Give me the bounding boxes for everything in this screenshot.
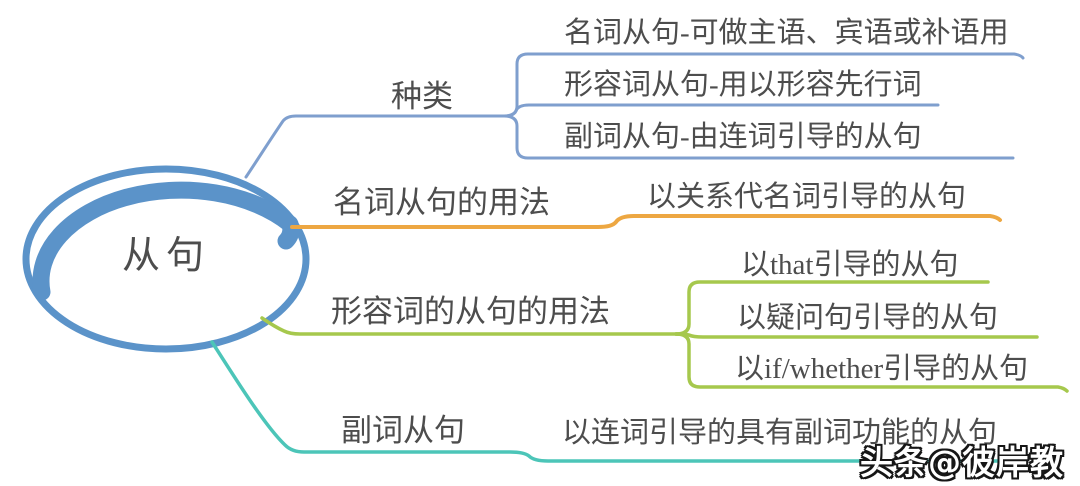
leaf-label-interrogative-clause: 以疑问句引导的从句 (737, 302, 999, 334)
leaf-label-conjunction-adverb-clause: 以连词引导的具有副词功能的从句 (562, 417, 998, 449)
leaf-label-that-clause: 以that引导的从句 (741, 249, 959, 281)
branch-types-child3-line (502, 114, 1015, 160)
leaf-label-noun-clause-def: 名词从句-可做主语、宾语或补语用 (564, 17, 1009, 49)
branch-label-adverb: 副词从句 (341, 413, 465, 448)
leaf-label-adverb-clause-def: 副词从句-由连词引导的从句 (564, 121, 922, 153)
branch-line-types (244, 114, 510, 179)
branch-noun-clause-usage (290, 214, 1002, 229)
branch-adjective-child3-line (674, 332, 1069, 393)
branch-line-noun-usage (290, 214, 1002, 229)
branch-adjective-clause-usage (260, 280, 1069, 393)
branch-types-child2-line (502, 103, 940, 118)
root-ellipse-outline (22, 165, 310, 353)
branch-label-noun-usage: 名词从句的用法 (333, 185, 550, 220)
branch-adverb-clause (210, 340, 1017, 463)
toutiao-watermark: 头条@彼岸教育 (860, 443, 1064, 482)
branch-line-adverb (210, 340, 1017, 463)
branch-label-types: 种类 (391, 79, 453, 114)
root-topic: 从句 (122, 235, 211, 277)
leaf-label-if-whether-clause: 以if/whether引导的从句 (735, 353, 1029, 385)
branch-label-adjective-usage: 形容词的从句的用法 (331, 294, 610, 329)
branch-seed-types (244, 52, 1025, 179)
leaf-label-relative-pronoun-clause: 以关系代名词引导的从句 (647, 181, 967, 213)
leaf-label-adjective-clause-def: 形容词从句-用以形容先行词 (564, 69, 922, 101)
branch-line-adjective-usage (260, 316, 682, 336)
